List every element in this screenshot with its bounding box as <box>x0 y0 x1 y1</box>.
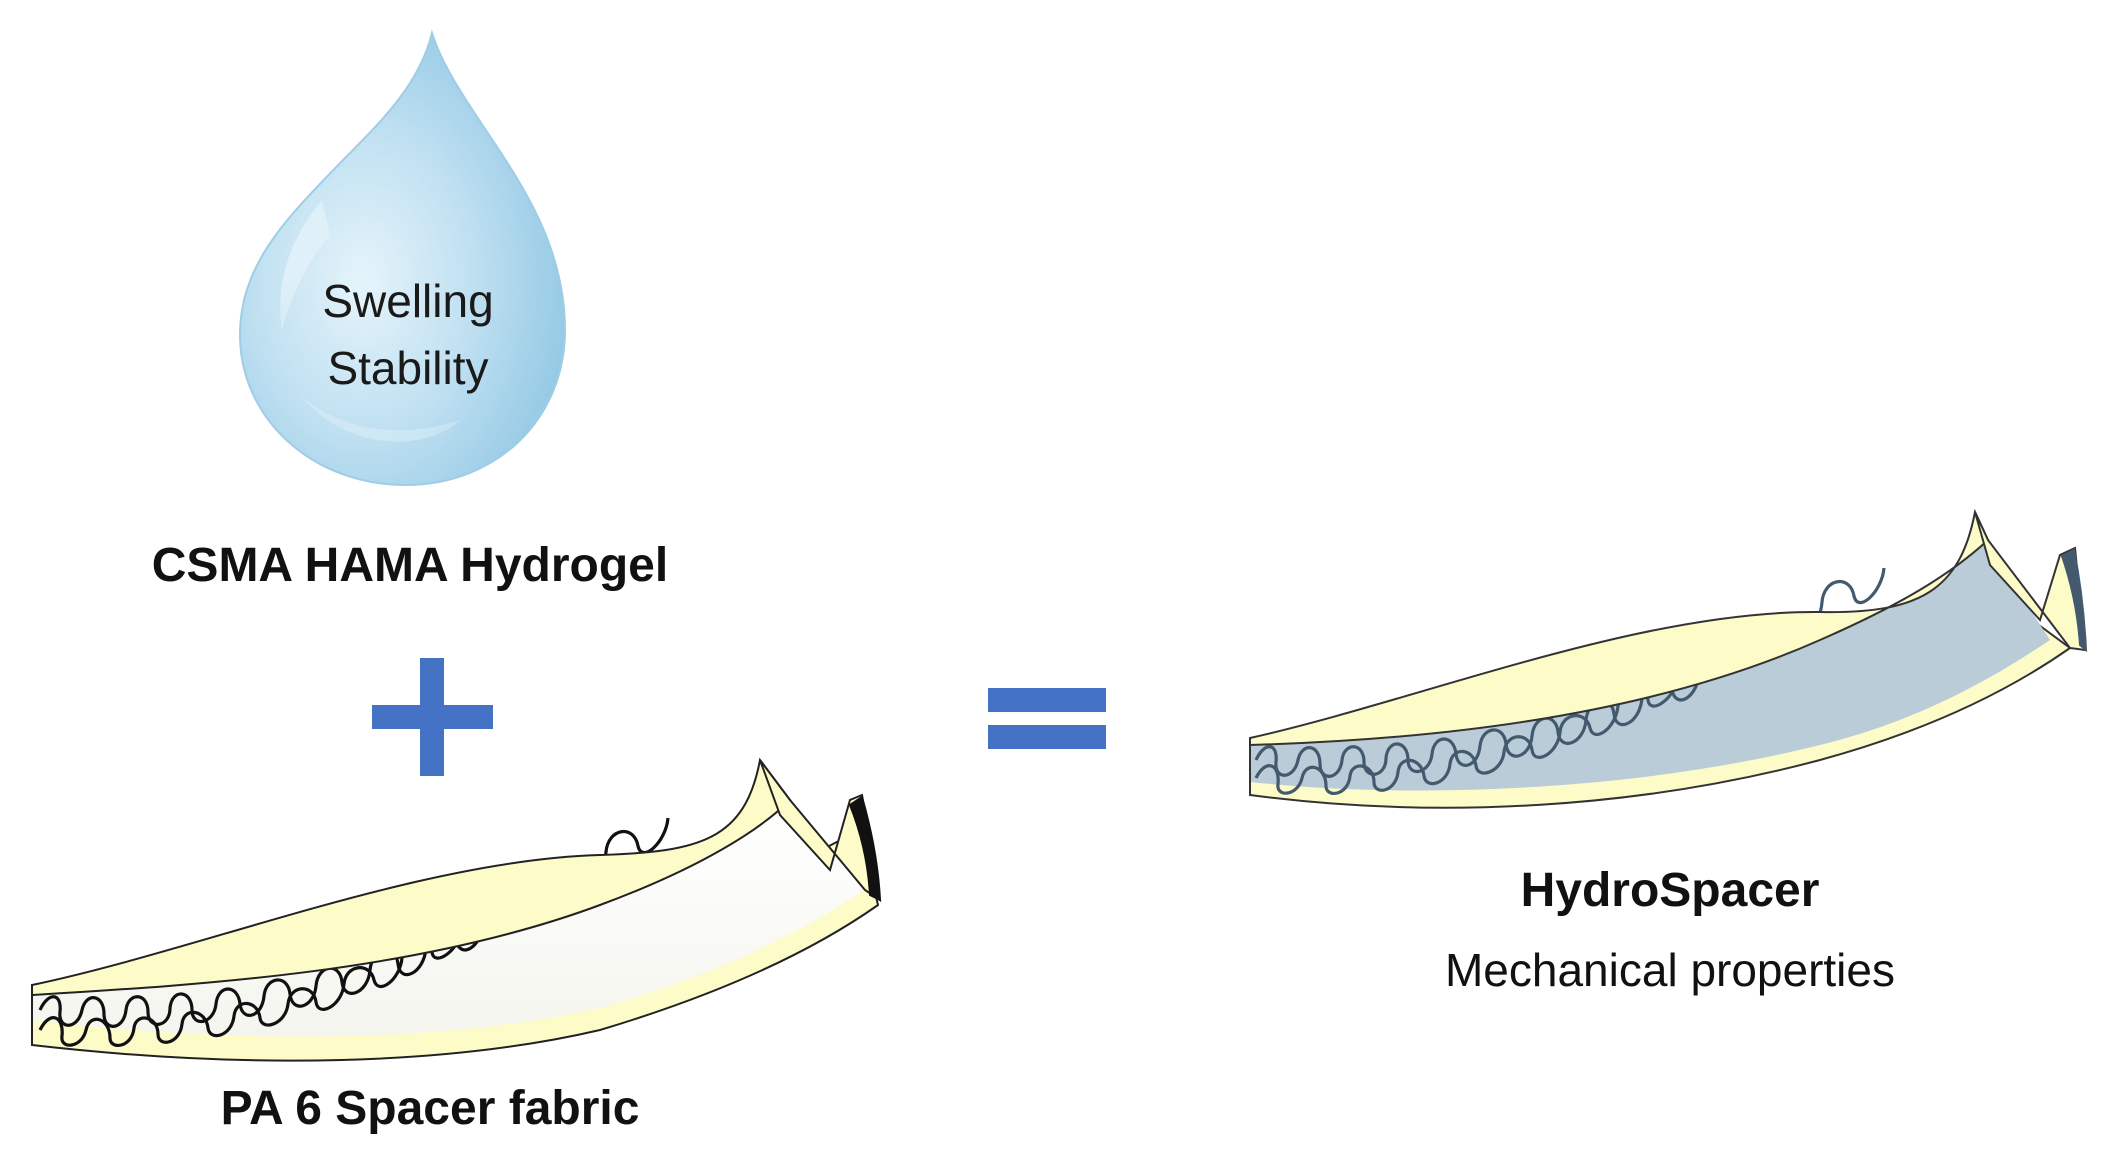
hydrospacer-title: HydroSpacer <box>1520 864 1820 917</box>
hydrogel-label: CSMA HAMA Hydrogel <box>151 539 669 592</box>
drop-text-stability: Stability <box>327 342 489 394</box>
equals-icon <box>988 688 1106 749</box>
spacer-fabric-label: PA 6 Spacer fabric <box>220 1082 640 1135</box>
hydrospacer-illustration <box>1249 508 2088 809</box>
spacer-fabric-illustration <box>31 757 882 1062</box>
water-drop-icon <box>238 29 567 487</box>
plus-icon <box>372 658 493 776</box>
drop-text-swelling: Swelling <box>322 275 494 327</box>
hydrospacer-subtitle: Mechanical properties <box>1444 944 1895 996</box>
